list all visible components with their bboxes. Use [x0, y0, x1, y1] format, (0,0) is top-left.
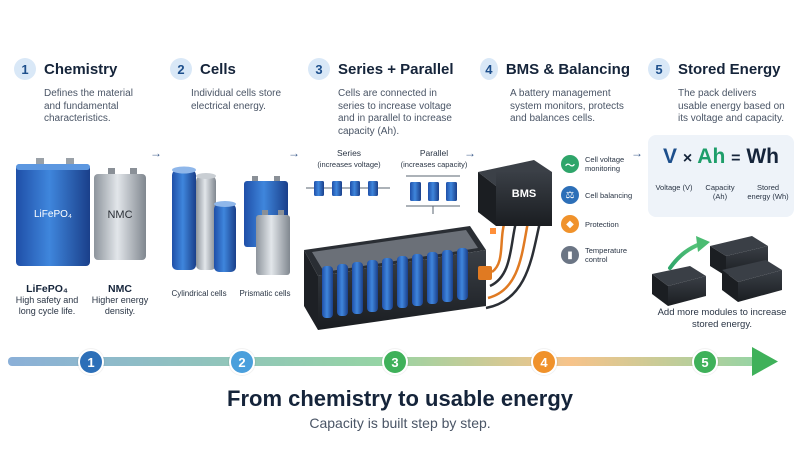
step-description: Defines the material and fundamental cha…: [44, 88, 133, 124]
pulse-icon: 〜: [561, 155, 579, 173]
prismatic-cells-label: Prismatic cells: [239, 289, 291, 298]
formula-equals: =: [731, 150, 741, 167]
formula-voltage-label: Voltage (V): [655, 183, 693, 192]
bms-feature-balancing: ⚖ Cell balancing: [561, 186, 647, 204]
step-number: 4: [480, 58, 498, 80]
parallel-note: (increases capacity): [400, 160, 468, 169]
series-note: (increases voltage): [317, 160, 381, 169]
step-cells: 2 Cells Individual cells store electrica…: [170, 58, 290, 113]
battery-pack: [304, 226, 492, 330]
step-description: A battery management system monitors, pr…: [510, 88, 624, 124]
formula-voltage: V: [663, 145, 678, 168]
bms-box: [478, 160, 552, 234]
nmc-cell-print: NMC: [107, 209, 133, 221]
lifepo4-caption: LiFePO₄ High safety and long cycle life.: [6, 284, 88, 317]
step-description: The pack delivers usable energy based on…: [678, 88, 785, 124]
lifepo4-description: High safety and long cycle life.: [15, 295, 79, 316]
cylindrical-cells-label: Cylindrical cells: [171, 289, 227, 298]
arrow-right-icon: →: [464, 146, 476, 160]
bms-feature-label: Protection: [585, 219, 619, 229]
step-series-parallel: 3 Series + Parallel Cells are connected …: [308, 58, 458, 138]
lifepo4-cell-print: LiFePO₄: [34, 209, 72, 220]
parallel-title: Parallel: [419, 148, 449, 158]
timeline-step-3: 3: [382, 349, 408, 375]
energy-formula: V × Ah = Wh: [648, 145, 794, 169]
nmc-description: Higher energy density.: [91, 295, 149, 316]
timeline-step-5: 5: [692, 349, 718, 375]
parallel-diagram: [406, 175, 460, 214]
step-title: Stored Energy: [678, 60, 781, 78]
timeline-step-4: 4: [531, 349, 557, 375]
series-title: Series: [336, 148, 362, 158]
step-bms: 4 BMS & Balancing A battery management s…: [480, 58, 630, 126]
formula-capacity-label: Capacity (Ah): [705, 183, 735, 201]
main-title: From chemistry to usable energy: [227, 386, 573, 411]
timeline-step-1: 1: [78, 349, 104, 375]
arrow-right-icon: →: [631, 146, 643, 160]
step-description: Cells are connected in series to increas…: [338, 88, 452, 137]
arrow-right-icon: →: [150, 146, 162, 160]
nmc-caption: NMC Higher energy density.: [90, 284, 150, 317]
thermometer-icon: ▮: [561, 246, 579, 264]
bms-feature-protection: ◆ Protection: [561, 215, 647, 233]
growth-arrow-icon: [668, 236, 710, 270]
bms-box-label: BMS: [511, 188, 537, 200]
step-description: Individual cells store electrical energy…: [191, 88, 282, 112]
bms-feature-temperature: ▮ Temperature control: [561, 246, 647, 264]
shield-icon: ◆: [561, 215, 579, 233]
arrow-right-icon: →: [288, 146, 300, 160]
formula-capacity: Ah: [697, 145, 726, 168]
subtitle: Capacity is built step by step.: [309, 415, 491, 431]
step-title: Series + Parallel: [338, 60, 454, 78]
formula-times: ×: [682, 150, 693, 167]
step-title: Cells: [200, 60, 236, 78]
cylindrical-cells: [172, 166, 236, 272]
series-label: Series (increases voltage): [304, 148, 394, 170]
timeline-step-2: 2: [229, 349, 255, 375]
bms-feature-label: Temperature control: [585, 246, 628, 264]
energy-formula-box: V × Ah = Wh Voltage (V) Capacity (Ah) St…: [648, 135, 794, 217]
battery-modules: [652, 236, 782, 306]
bms-feature-voltage: 〜 Cell voltage monitoring: [561, 155, 647, 173]
step-number: 5: [648, 58, 670, 80]
step-number: 3: [308, 58, 330, 80]
balance-scale-icon: ⚖: [561, 186, 579, 204]
formula-energy-label: Stored energy (Wh): [747, 183, 789, 201]
bms-feature-label: Cell voltage monitoring: [585, 155, 625, 173]
series-diagram: [306, 181, 390, 196]
lifepo4-cell: [16, 158, 90, 266]
step-title: Chemistry: [44, 60, 118, 78]
formula-energy: Wh: [746, 145, 779, 168]
bms-feature-label: Cell balancing: [585, 190, 633, 200]
nmc-cell: [94, 168, 146, 260]
lifepo4-name: LiFePO₄: [26, 283, 68, 295]
prismatic-cells: [244, 176, 290, 275]
parallel-label: Parallel (increases capacity): [398, 148, 470, 170]
nmc-name: NMC: [108, 283, 132, 295]
step-number: 1: [14, 58, 36, 80]
step-chemistry: 1 Chemistry Defines the material and fun…: [14, 58, 144, 126]
modules-note: Add more modules to increase stored ener…: [657, 307, 787, 330]
step-number: 2: [170, 58, 192, 80]
step-title: BMS & Balancing: [505, 60, 630, 78]
step-stored-energy: 5 Stored Energy The pack delivers usable…: [648, 58, 798, 126]
